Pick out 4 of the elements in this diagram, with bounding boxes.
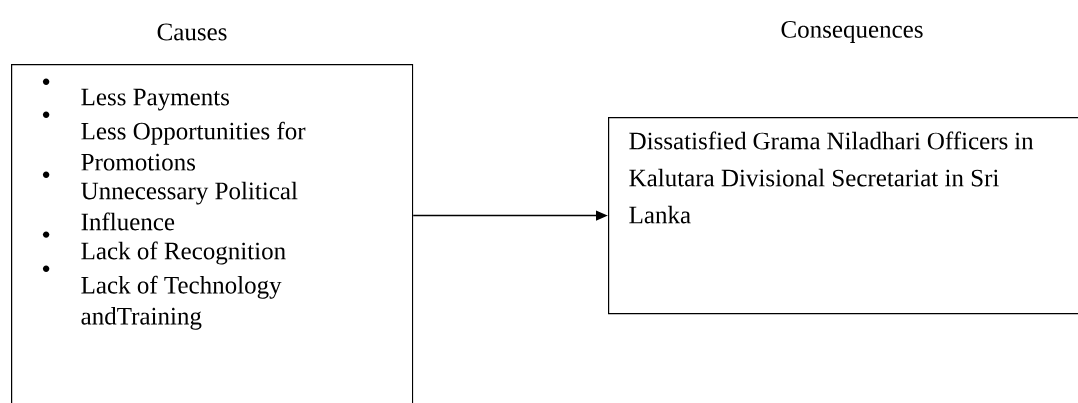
text-box: Less Payments Less Opportunities for Promotions Unnecessary Political Influence Lack of Recognition Lack of Technology andTraining xyxy=(11,64,414,403)
column-heading: Consequences xyxy=(781,21,923,43)
column-heading: Causes xyxy=(157,23,227,41)
text-box: Dissatisfied Grama Niladhari Officers in Kalutara Divisional Secretariat in Sri Lanka xyxy=(608,117,1078,315)
